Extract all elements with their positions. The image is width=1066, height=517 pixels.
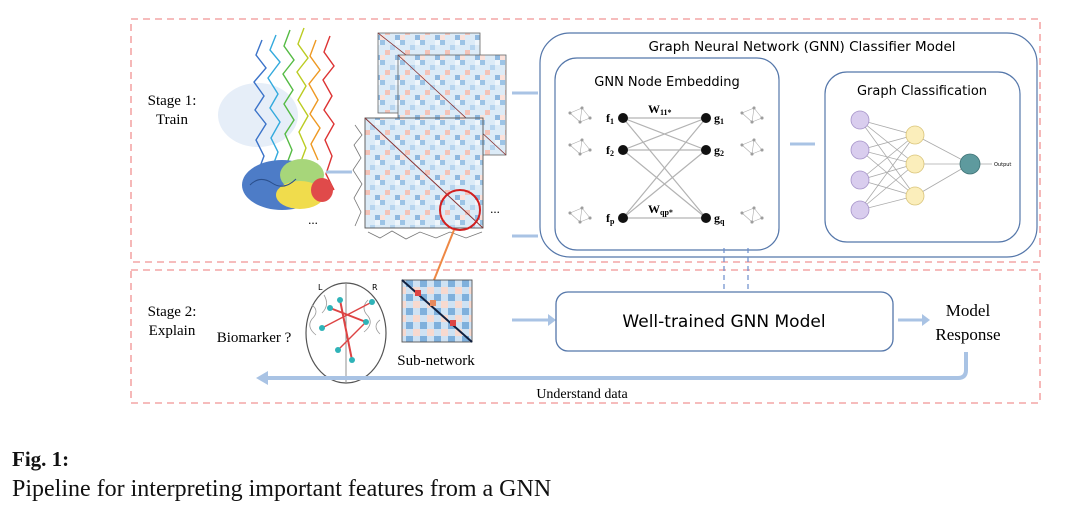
brain-network-map <box>305 282 387 384</box>
mlp-output-label: Output <box>994 162 1011 168</box>
stage1-sublabel: Train <box>156 112 188 128</box>
stage2-sublabel: Explain <box>149 323 196 339</box>
output-label-1: g1 <box>714 111 724 126</box>
output-label-2: g2 <box>714 143 724 158</box>
node-embedding-box <box>554 57 780 251</box>
embedding-edges <box>622 117 707 219</box>
stage2-border <box>130 269 1041 404</box>
highlight-circle <box>439 189 481 231</box>
graph-classification-box <box>824 71 1021 243</box>
brain-illustration <box>242 159 333 210</box>
figure-caption: Pipeline for interpreting important feat… <box>12 476 552 502</box>
graph-classification-title: Graph Classification <box>857 84 987 99</box>
input-label-2: f2 <box>606 143 614 158</box>
understand-data-label: Understand data <box>536 387 628 402</box>
small-graph-icons <box>568 106 764 224</box>
brain-label-left: L <box>318 283 323 292</box>
eeg-signals <box>218 27 335 191</box>
mlp-output-node <box>959 153 981 175</box>
feedback-arrowhead <box>256 371 268 385</box>
feedback-arrow <box>268 352 968 380</box>
ellipsis-matrix: ... <box>490 201 500 216</box>
pipeline-diagram: Stage 1: Train Stage 2: Explain ... ... <box>130 18 1041 404</box>
arrowhead-response <box>922 314 930 326</box>
mlp-hidden-nodes <box>905 125 925 206</box>
biomarker-label: Biomarker ? <box>217 330 292 346</box>
gnn-classifier-title: Graph Neural Network (GNN) Classifier Mo… <box>648 39 955 55</box>
gnn-classifier-box <box>539 32 1038 258</box>
model-response-line1: Model <box>946 301 991 320</box>
input-node <box>618 213 628 223</box>
figure-label: Fig. 1: <box>12 447 70 471</box>
output-label-q: gq <box>714 211 725 226</box>
model-response-line2: Response <box>935 325 1000 344</box>
stage1-label: Stage 1: <box>148 93 197 109</box>
input-node <box>618 113 628 123</box>
connector-lines <box>723 248 749 292</box>
ellipsis-brain: ... <box>308 212 318 227</box>
subnetwork-label: Sub-network <box>397 353 475 369</box>
stage2-label: Stage 2: <box>148 304 197 320</box>
arrowhead-subnetwork <box>548 314 556 326</box>
well-trained-model-label: Well-trained GNN Model <box>622 312 825 332</box>
weight-label-bottom: Wqp* <box>648 202 673 217</box>
subnetwork-matrix <box>401 279 473 343</box>
connector-highlight-to-subnetwork <box>433 229 455 281</box>
brain-label-right: R <box>372 283 378 292</box>
node-embedding-title: GNN Node Embedding <box>594 75 739 90</box>
connectivity-matrix-front <box>352 117 484 240</box>
input-label-p: fp <box>606 211 615 226</box>
input-node <box>618 145 628 155</box>
mlp-input-nodes <box>850 110 870 220</box>
output-node <box>701 213 711 223</box>
embedding-nodes <box>618 113 711 223</box>
input-label-1: f1 <box>606 111 614 126</box>
well-trained-model-box <box>555 291 894 352</box>
output-node <box>701 145 711 155</box>
weight-label-top: W11* <box>648 102 672 117</box>
output-node <box>701 113 711 123</box>
mlp-edges <box>859 119 992 211</box>
